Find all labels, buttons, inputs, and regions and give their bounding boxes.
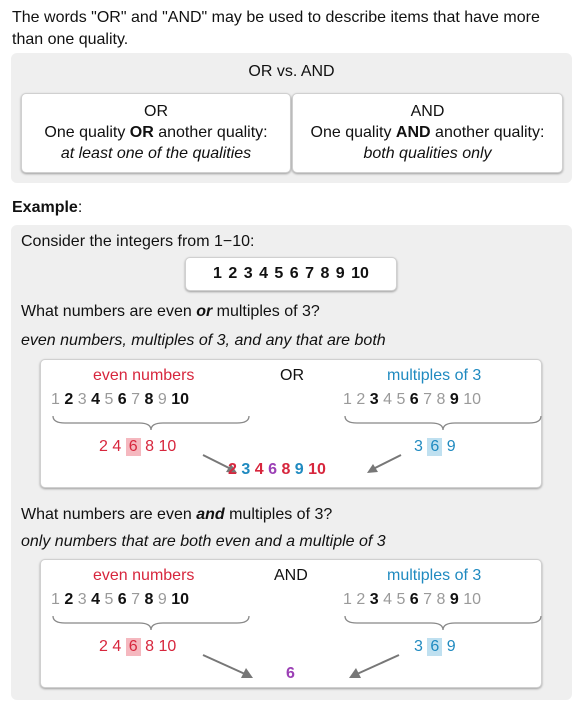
and-threes: 3 6 9 bbox=[414, 638, 456, 656]
and-heading: AND bbox=[410, 103, 445, 120]
or-diagram: even numbers OR multiples of 3 1 2 3 4 5… bbox=[40, 359, 542, 488]
integers-text: 1 2 3 4 5 6 7 8 9 10 bbox=[213, 265, 369, 282]
example-label: Example: bbox=[12, 199, 83, 216]
or-right-label: multiples of 3 bbox=[387, 367, 482, 384]
or-heading: OR bbox=[144, 103, 168, 120]
or-right-row: 1 2 3 4 5 6 7 8 9 10 bbox=[343, 391, 482, 408]
or-left-label: even numbers bbox=[93, 367, 195, 384]
and-question: What numbers are even and multiples of 3… bbox=[21, 506, 333, 523]
or-card: OR One quality OR another quality: at le… bbox=[21, 93, 291, 173]
and-right-label: multiples of 3 bbox=[387, 567, 482, 584]
and-line1: One quality AND another quality: bbox=[310, 124, 545, 141]
or-question: What numbers are even or multiples of 3? bbox=[21, 303, 320, 320]
or-threes: 3 6 9 bbox=[414, 438, 456, 456]
and-left-row: 1 2 3 4 5 6 7 8 9 10 bbox=[51, 591, 190, 608]
and-left-arrow bbox=[202, 654, 253, 678]
and-left-brace bbox=[52, 615, 250, 631]
or-right-brace bbox=[344, 415, 542, 431]
example-panel: Consider the integers from 1−10: 1 2 3 4… bbox=[11, 225, 572, 700]
and-right-brace bbox=[344, 615, 542, 631]
and-right-row: 1 2 3 4 5 6 7 8 9 10 bbox=[343, 591, 482, 608]
integers-box: 1 2 3 4 5 6 7 8 9 10 bbox=[185, 257, 397, 291]
compare-panel: OR vs. AND OR One quality OR another qua… bbox=[11, 53, 572, 183]
and-evens: 2 4 6 8 10 bbox=[99, 638, 177, 656]
and-hint: only numbers that are both even and a mu… bbox=[21, 533, 386, 550]
or-evens: 2 4 6 8 10 bbox=[99, 438, 177, 456]
and-left-label: even numbers bbox=[93, 567, 195, 584]
or-left-arrow bbox=[202, 454, 237, 473]
or-left-brace bbox=[52, 415, 250, 431]
or-left-row: 1 2 3 4 5 6 7 8 9 10 bbox=[51, 391, 190, 408]
compare-title: OR vs. AND bbox=[248, 63, 335, 80]
and-result: 6 bbox=[286, 665, 295, 682]
intro-text: The words "OR" and "AND" may be used to … bbox=[12, 9, 540, 48]
or-line2: at least one of the qualities bbox=[60, 145, 252, 162]
and-diagram: even numbers AND multiples of 3 1 2 3 4 … bbox=[40, 559, 542, 688]
and-connector: AND bbox=[274, 567, 308, 584]
or-right-arrow bbox=[367, 454, 402, 473]
or-connector: OR bbox=[280, 367, 304, 384]
or-hint: even numbers, multiples of 3, and any th… bbox=[21, 332, 386, 349]
consider-text: Consider the integers from 1−10: bbox=[21, 233, 255, 250]
and-card: AND One quality AND another quality: bot… bbox=[292, 93, 563, 173]
and-right-arrow bbox=[349, 654, 400, 678]
and-line2: both qualities only bbox=[363, 145, 492, 162]
or-line1: One quality OR another quality: bbox=[44, 124, 268, 141]
or-result: 2 3 4 6 8 9 10 bbox=[228, 461, 326, 478]
